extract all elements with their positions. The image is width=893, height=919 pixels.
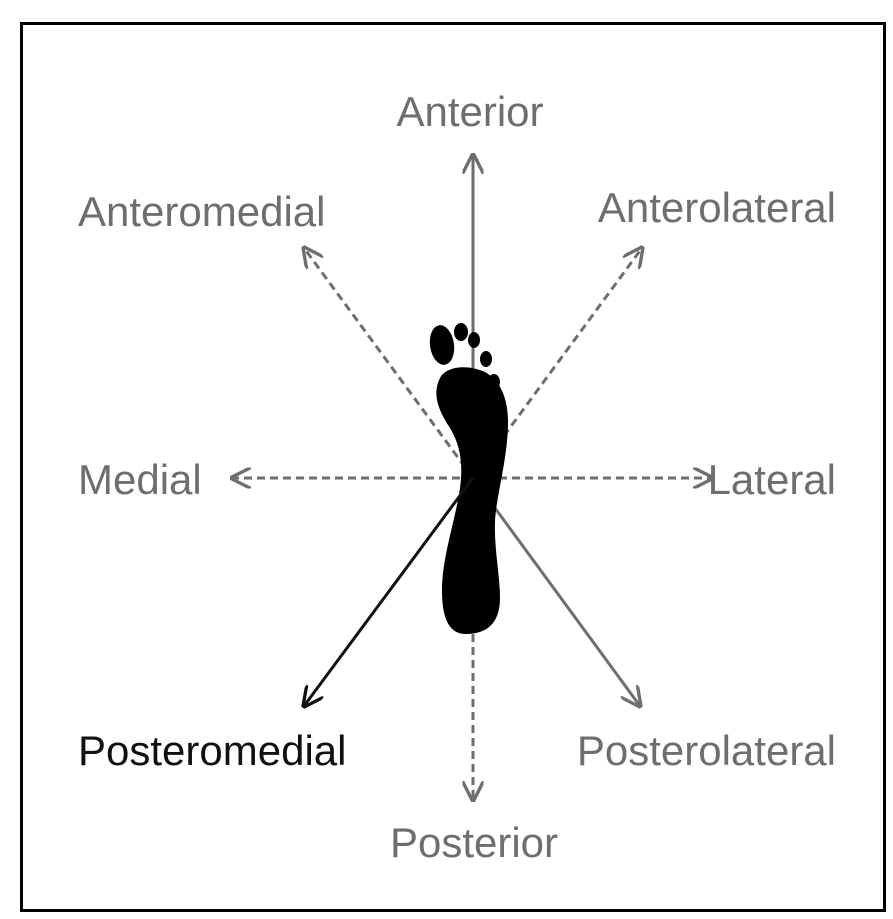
label-posteromedial: Posteromedial: [78, 727, 346, 774]
label-anteromedial: Anteromedial: [78, 188, 325, 235]
label-anterolateral: Anterolateral: [598, 184, 836, 231]
label-posterior: Posterior: [390, 819, 558, 866]
label-medial: Medial: [78, 456, 202, 503]
label-lateral: Lateral: [708, 456, 836, 503]
label-anterior: Anterior: [396, 88, 543, 135]
label-posterolateral: Posterolateral: [577, 727, 836, 774]
